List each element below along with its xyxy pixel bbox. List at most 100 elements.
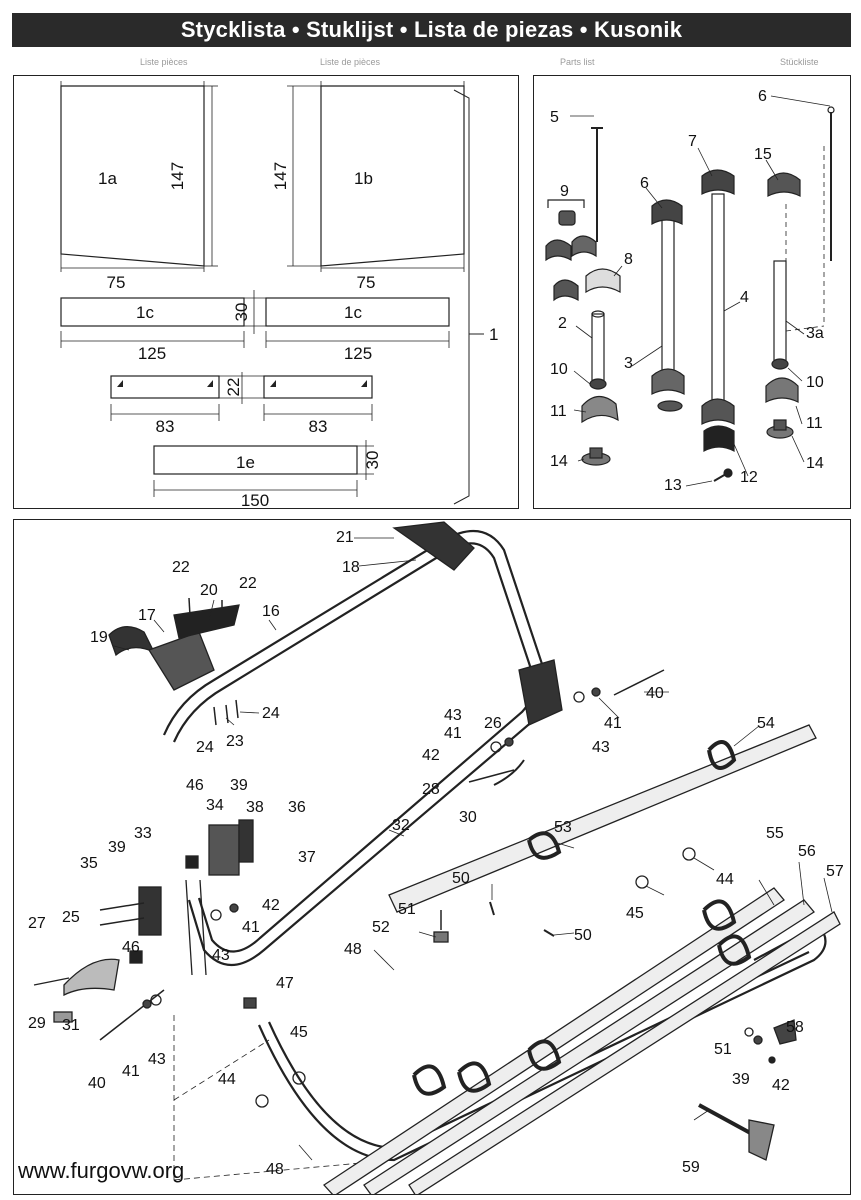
callout-22-right: 22: [239, 575, 257, 592]
piece-1e-outline: [153, 445, 358, 475]
callout-24-left: 24: [196, 739, 214, 756]
callout-43-left: 43: [212, 947, 230, 964]
callout-41-mid: 41: [444, 725, 462, 742]
tube-parts-panel: 5 6 6 7 15 9 8 2 3 4 3a 10 10 11 11 14 1…: [533, 75, 851, 509]
callout-25: 25: [62, 909, 80, 926]
marker-triangle: [270, 380, 276, 387]
callout-6-tube: 6: [640, 175, 649, 192]
marker-triangle: [361, 380, 367, 387]
callout-44-left: 44: [218, 1071, 236, 1088]
callout-43-top: 43: [444, 707, 462, 724]
callout-51-right: 51: [714, 1041, 732, 1058]
callout-13: 13: [664, 477, 682, 494]
marker-triangle: [207, 380, 213, 387]
callout-38: 38: [246, 799, 264, 816]
cut-template-panel: 1a 1b 1c 1c 1e 1 75 75 125 125 83 83 150…: [13, 75, 519, 510]
callout-7: 7: [688, 133, 697, 150]
background-heading-3: Parts list: [560, 57, 595, 67]
callout-35: 35: [80, 855, 98, 872]
dim-75-left: 75: [107, 273, 126, 292]
label-1b: 1b: [354, 169, 373, 188]
callout-16: 16: [262, 603, 280, 620]
callout-42-mid: 42: [422, 747, 440, 764]
piece-1c-right-outline: [265, 297, 450, 327]
callout-42-left: 42: [262, 897, 280, 914]
callout-41-left: 41: [242, 919, 260, 936]
dim-75-right: 75: [357, 273, 376, 292]
callout-52: 52: [372, 919, 390, 936]
dim-83-left: 83: [156, 417, 175, 436]
callout-45-left: 45: [290, 1024, 308, 1041]
callout-22-left: 22: [172, 559, 190, 576]
callout-48: 48: [266, 1161, 284, 1178]
callout-51: 51: [398, 901, 416, 918]
callout-50-top: 50: [452, 870, 470, 887]
callout-59: 59: [682, 1159, 700, 1176]
callout-11-right: 11: [806, 415, 823, 432]
callout-5: 5: [550, 109, 559, 126]
callout-10-left: 10: [550, 361, 568, 378]
callout-36: 36: [288, 799, 306, 816]
piece-1d-left-outline: [110, 375, 220, 399]
callout-43-right: 43: [592, 739, 610, 756]
marker-triangle: [117, 380, 123, 387]
dim-30-mid: 30: [232, 303, 251, 322]
cut-template-drawing: 1a 1b 1c 1c 1e 1 75 75 125 125 83 83 150…: [60, 81, 498, 510]
callout-40-left: 40: [88, 1075, 106, 1092]
callout-44-right: 44: [716, 871, 734, 888]
callout-21: 21: [336, 529, 354, 546]
callout-6-top: 6: [758, 88, 767, 105]
callout-47: 47: [276, 975, 294, 992]
callout-11-left: 11: [550, 403, 567, 420]
page-title: Stycklista • Stuklijst • Lista de piezas…: [12, 13, 851, 47]
callout-18: 18: [342, 559, 360, 576]
dim-125-left: 125: [138, 344, 166, 363]
callout-42-right: 42: [772, 1077, 790, 1094]
background-heading-2: Liste de pièces: [320, 57, 381, 67]
callout-28: 28: [422, 781, 440, 798]
callout-8: 8: [624, 251, 633, 268]
label-1c-right: 1c: [344, 303, 362, 322]
callout-53: 53: [554, 819, 572, 836]
label-1a: 1a: [98, 169, 117, 188]
callout-31: 31: [62, 1017, 80, 1034]
dim-150: 150: [241, 491, 269, 508]
callout-37: 37: [298, 849, 316, 866]
callout-39-top: 39: [230, 777, 248, 794]
callout-3: 3: [624, 355, 633, 372]
dim-30-1e: 30: [363, 451, 382, 470]
exploded-assembly-panel: 21 18 22 20 22 16 17 19 24 23 24 26 40 4…: [13, 519, 851, 1197]
callout-26: 26: [484, 715, 502, 732]
callout-58: 58: [786, 1019, 804, 1036]
callout-56: 56: [798, 843, 816, 860]
callout-3a: 3a: [806, 325, 824, 342]
dim-147-left: 147: [168, 162, 187, 190]
background-heading-1: Liste pièces: [140, 57, 188, 67]
callout-49: 48: [344, 941, 362, 958]
callout-43-bottom: 43: [148, 1051, 166, 1068]
label-group-1: 1: [489, 325, 498, 344]
callout-41-bottom: 41: [122, 1063, 140, 1080]
callout-46-top: 46: [186, 777, 204, 794]
callout-9: 9: [560, 183, 569, 200]
callout-17: 17: [138, 607, 156, 624]
callout-46-bottom: 46: [122, 939, 140, 956]
callout-14-left: 14: [550, 453, 568, 470]
callout-30: 30: [459, 809, 477, 826]
dim-125-right: 125: [344, 344, 372, 363]
callout-39-left: 39: [108, 839, 126, 856]
label-1e: 1e: [236, 453, 255, 472]
tube-parts-drawing: 5 6 6 7 15 9 8 2 3 4 3a 10 10 11 11 14 1…: [545, 88, 835, 494]
callout-54: 54: [757, 715, 775, 732]
callout-29: 29: [28, 1015, 46, 1032]
background-heading-4: Stückliste: [780, 57, 819, 67]
dim-147-right: 147: [271, 162, 290, 190]
callout-32: 32: [392, 817, 410, 834]
callout-19: 19: [90, 629, 108, 646]
dim-22: 22: [224, 378, 243, 397]
callout-34: 34: [206, 797, 224, 814]
callout-10-right: 10: [806, 374, 824, 391]
callout-27: 27: [28, 915, 46, 932]
label-1c-left: 1c: [136, 303, 154, 322]
callout-2: 2: [558, 315, 567, 332]
